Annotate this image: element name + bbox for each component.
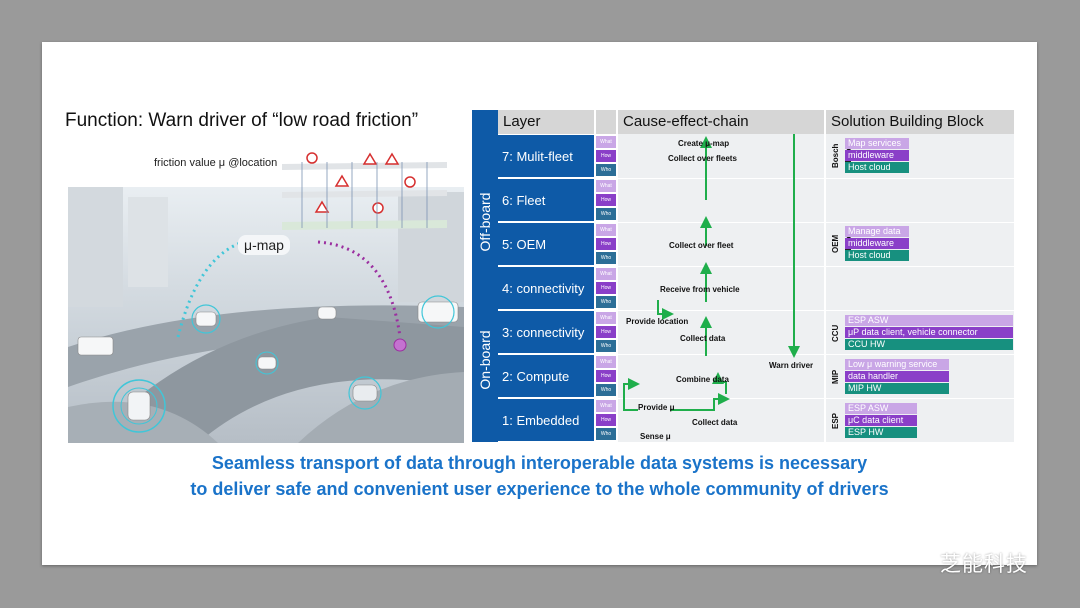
row-divider [618, 310, 1014, 311]
tag-how: How [596, 369, 616, 382]
sbb-tag: MIP [831, 369, 840, 385]
solution-building-block-area [826, 134, 1014, 442]
slide-title: Function: Warn driver of “low road frict… [65, 110, 419, 131]
tag-what: What [596, 179, 616, 192]
tag-what: What [596, 135, 616, 148]
sbb-what: Map services [845, 138, 909, 149]
row-divider [618, 398, 1014, 399]
tag-how: How [596, 149, 616, 162]
node-collect-data-layer3: Collect data [680, 334, 726, 343]
row-divider [618, 354, 1014, 355]
row-divider [618, 266, 1014, 267]
tag-who: Who [596, 163, 616, 176]
node-receive-from-vehicle: Receive from vehicle [660, 285, 740, 294]
sbb-what: Manage data [845, 226, 909, 237]
tag-how: How [596, 193, 616, 206]
wechat-icon [898, 510, 940, 540]
sbb-how: data handler [845, 371, 949, 382]
header-layer: Layer [498, 110, 594, 134]
sbb-how: middleware [845, 150, 909, 161]
friction-value-label: friction value μ @location [152, 156, 280, 170]
sbb-who: MIP HW [845, 383, 949, 394]
node-collect-over-fleets: Collect over fleets [668, 154, 737, 163]
tag-who: Who [596, 427, 616, 440]
layer-6: 6: Fleet [498, 178, 594, 221]
tag-what: What [596, 399, 616, 412]
header-chain: Cause-effect-chain [618, 110, 824, 134]
headline-line-1: Seamless transport of data through inter… [211, 453, 868, 473]
row-divider [618, 222, 1014, 223]
sbb-tag: CCU [831, 324, 840, 342]
slide: Function: Warn driver of “low road frict… [42, 42, 1037, 565]
layer-2: 2: Compute [498, 354, 594, 397]
tag-how: How [596, 413, 616, 426]
tag-what: What [596, 267, 616, 280]
sbb-who: Host cloud [845, 162, 909, 173]
layer-4: 4: connectivity [498, 266, 594, 309]
layer-table: Off-board On-board Layer Cause-effect-ch… [472, 110, 1014, 442]
sbb-how: μP data client, vehicle connector [845, 327, 1013, 338]
node-collect-over-fleet: Collect over fleet [669, 241, 734, 250]
tag-what: What [596, 311, 616, 324]
chain-arrows [623, 134, 800, 411]
node-sense-mu: Sense μ [640, 432, 671, 441]
sbb-what: Low μ warning service [845, 359, 949, 370]
mu-map-label: μ-map [238, 235, 290, 255]
sbb-how: μC data client [845, 415, 917, 426]
sbb-tag: Bosch cloud [831, 143, 853, 169]
on-board-label: On-board [477, 330, 493, 390]
tag-how: How [596, 325, 616, 338]
friction-map-layers [282, 152, 447, 230]
tag-who: Who [596, 251, 616, 264]
tag-who: Who [596, 339, 616, 352]
tag-how: How [596, 237, 616, 250]
sbb-tag: OEM cloud [831, 233, 853, 254]
node-collect-data-layer1: Collect data [692, 418, 738, 427]
sbb-tag: ESP [831, 413, 840, 430]
header-spacer [596, 110, 616, 134]
sbb-what: ESP ASW [845, 403, 917, 414]
sbb-who: Host cloud [845, 250, 909, 261]
layer-5: 5: OEM [498, 222, 594, 265]
tag-how: How [596, 281, 616, 294]
tag-what: What [596, 355, 616, 368]
row-divider [618, 178, 1014, 179]
sbb-how: middleware [845, 238, 909, 249]
road-scene-graphic [68, 187, 464, 443]
layer-3: 3: connectivity [498, 310, 594, 353]
layer-7: 7: Mulit-fleet [498, 134, 594, 177]
tag-who: Who [596, 383, 616, 396]
off-board-label: Off-board [477, 192, 493, 252]
sbb-who: CCU HW [845, 339, 1013, 350]
cause-effect-chain-area [618, 134, 824, 442]
layer-1: 1: Embedded [498, 398, 594, 441]
headline-line-2: to deliver safe and convenient user expe… [190, 479, 889, 499]
node-combine-data: Combine data [676, 375, 729, 384]
road-illustration [68, 187, 464, 443]
node-warn-driver: Warn driver [769, 361, 814, 370]
tag-what: What [596, 223, 616, 236]
tag-who: Who [596, 295, 616, 308]
node-provide-mu: Provide μ [638, 403, 675, 412]
node-provide-location: Provide location [626, 317, 689, 326]
board-side-bar [472, 110, 498, 442]
sbb-who: ESP HW [845, 427, 917, 438]
node-create-mu-map: Create μ-map [678, 139, 730, 148]
watermark-text: 芝能科技 [940, 553, 1028, 576]
sbb-what: ESP ASW [845, 315, 1013, 326]
header-sbb: Solution Building Block [826, 110, 1014, 134]
tag-who: Who [596, 207, 616, 220]
